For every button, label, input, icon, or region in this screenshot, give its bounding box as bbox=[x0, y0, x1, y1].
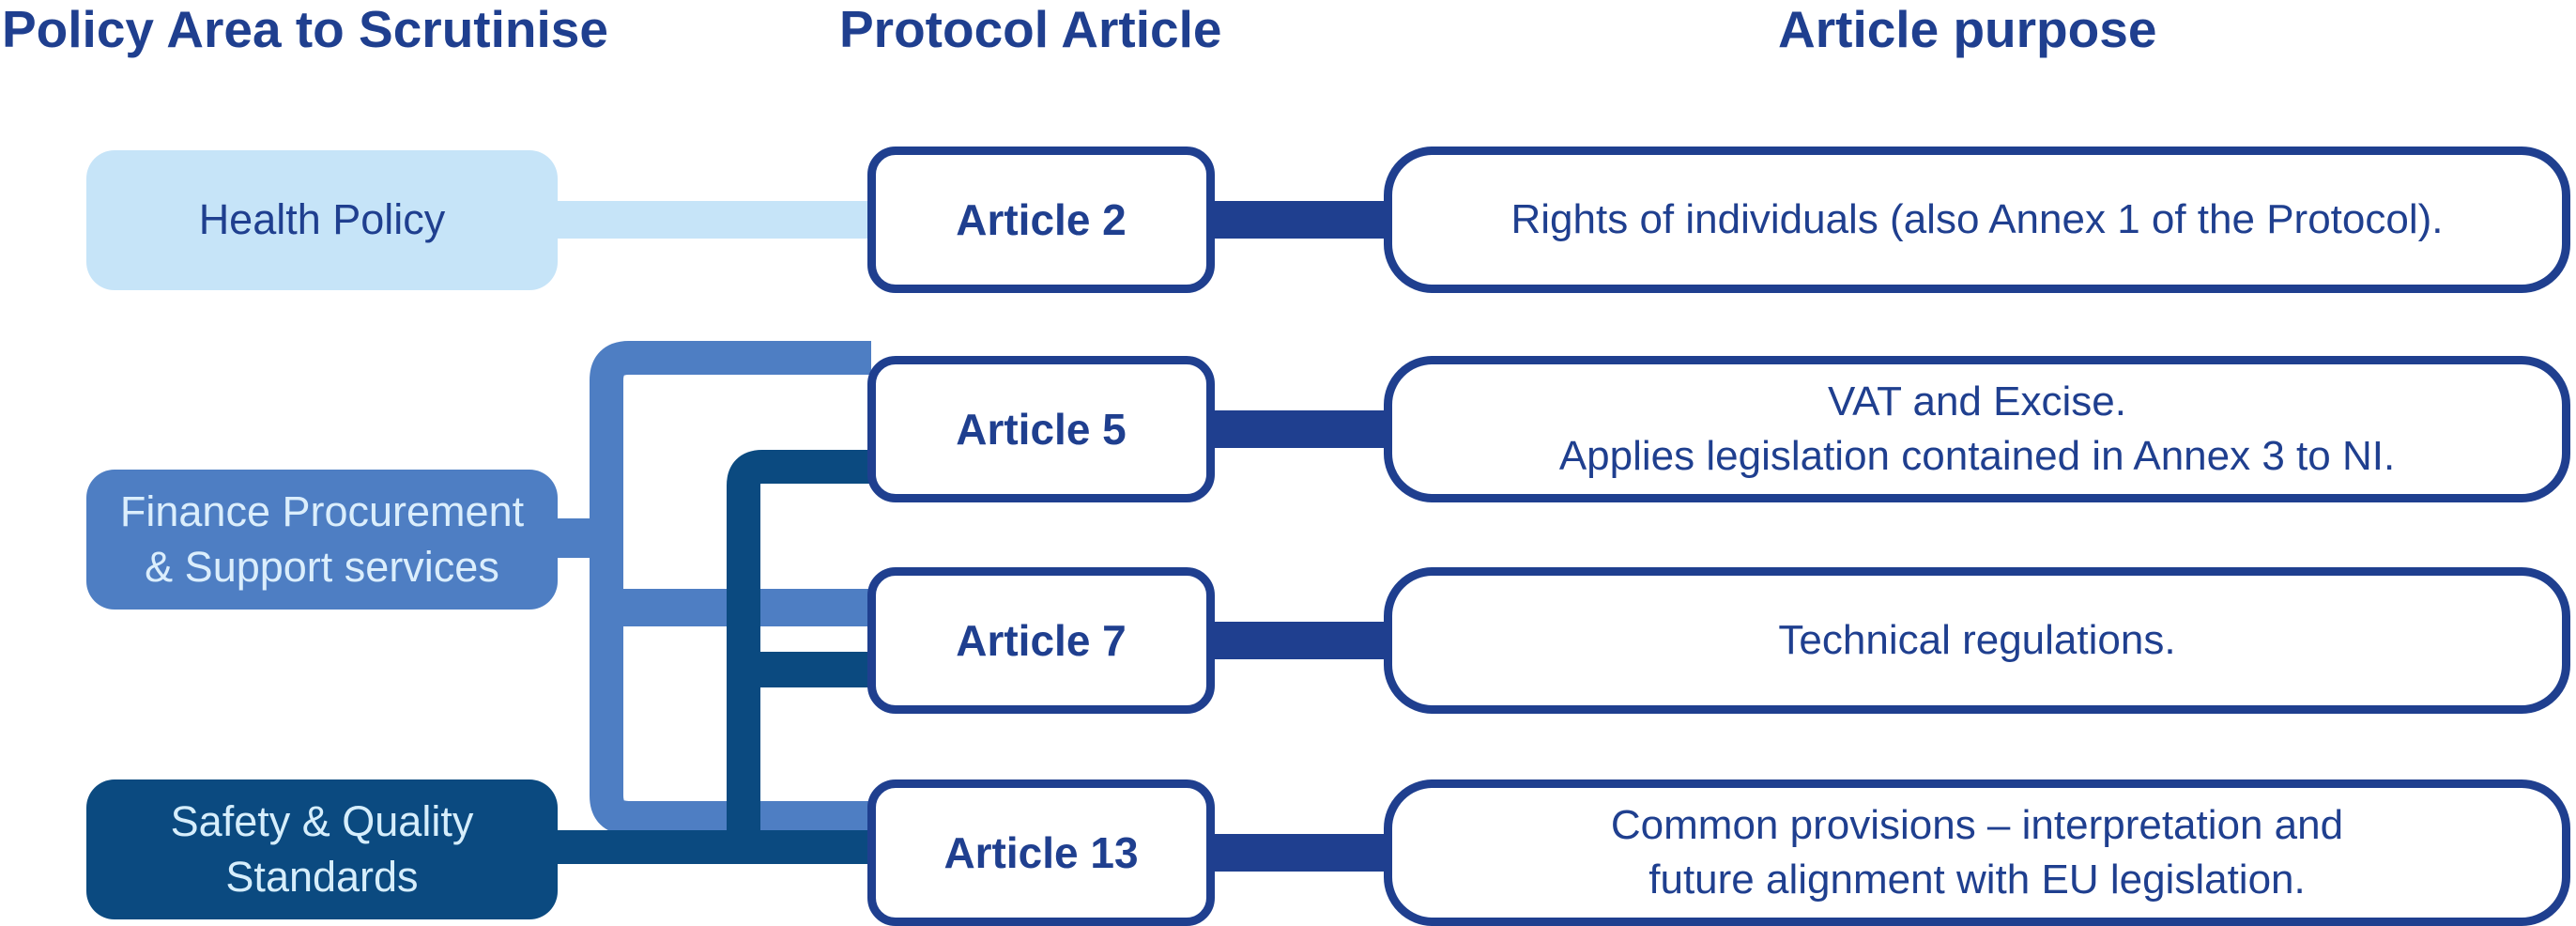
purpose-article-7: Technical regulations. bbox=[1384, 567, 2570, 714]
purpose-article-13: Common provisions – interpretation and f… bbox=[1384, 779, 2570, 926]
header-protocol-article: Protocol Article bbox=[839, 0, 1222, 58]
header-article-purpose: Article purpose bbox=[1778, 0, 2157, 58]
policy-area-health: Health Policy bbox=[86, 150, 558, 290]
connector-safety-bracket bbox=[727, 450, 871, 864]
purpose-article-2: Rights of individuals (also Annex 1 of t… bbox=[1384, 147, 2570, 293]
connector-safety-article7 bbox=[744, 652, 871, 687]
connector-article5-purpose bbox=[1211, 410, 1388, 448]
connector-finance-stub bbox=[558, 518, 623, 558]
purpose-article-5: VAT and Excise. Applies legislation cont… bbox=[1384, 356, 2570, 502]
connector-article2-purpose bbox=[1211, 201, 1388, 239]
article-7-box: Article 7 bbox=[867, 567, 1215, 714]
article-5-box: Article 5 bbox=[867, 356, 1215, 502]
header-policy-area: Policy Area to Scrutinise bbox=[2, 0, 608, 58]
article-2-box: Article 2 bbox=[867, 147, 1215, 293]
policy-area-finance: Finance Procurement & Support services bbox=[86, 470, 558, 610]
article-13-box: Article 13 bbox=[867, 779, 1215, 926]
connector-safety-stub bbox=[558, 830, 871, 864]
connector-article13-purpose bbox=[1211, 834, 1388, 872]
policy-area-safety: Safety & Quality Standards bbox=[86, 779, 558, 919]
connector-article7-purpose bbox=[1211, 622, 1388, 659]
connector-finance-bracket bbox=[590, 341, 871, 835]
connector-health-article2 bbox=[558, 201, 871, 239]
